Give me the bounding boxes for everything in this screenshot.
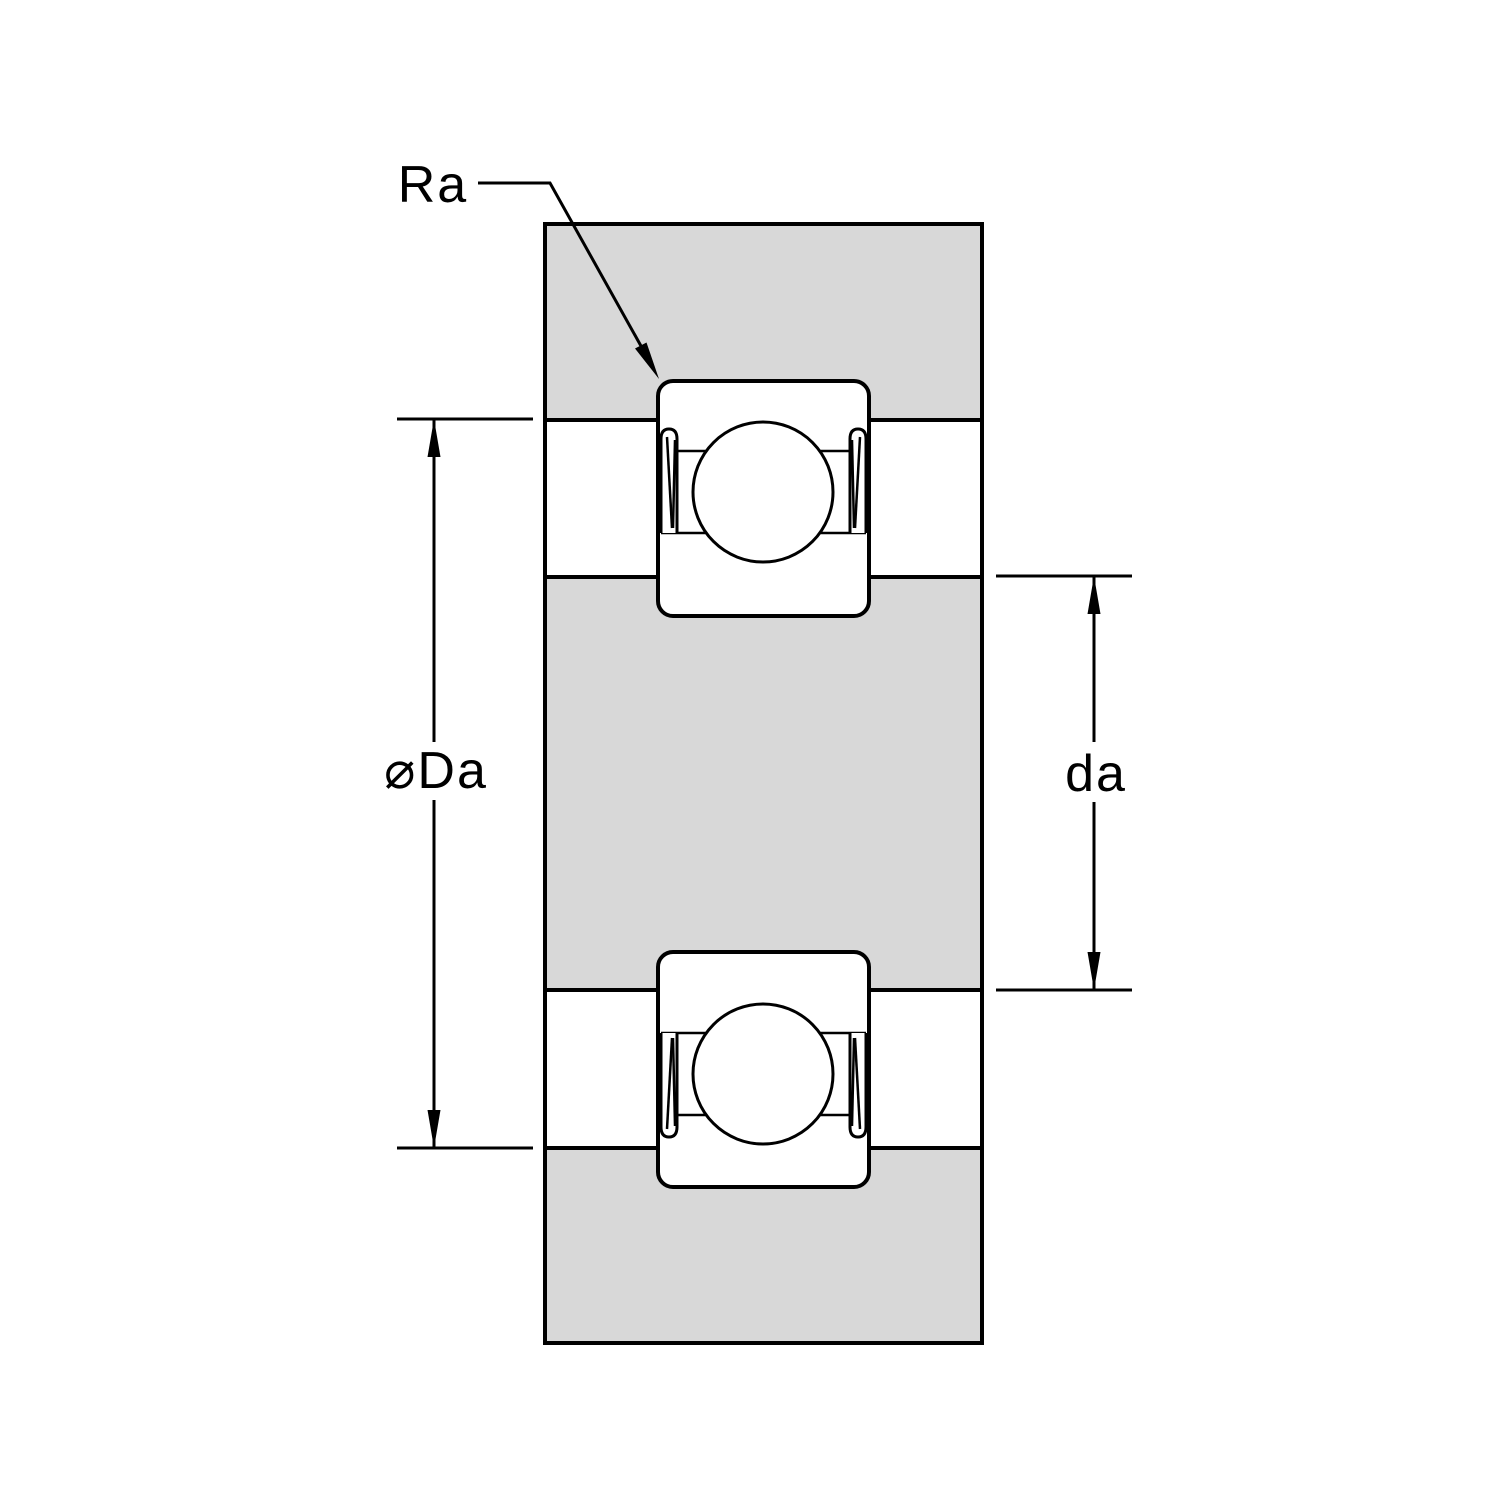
arrowhead-down-icon: [427, 1110, 441, 1148]
arrowhead-up-icon: [427, 419, 441, 457]
shaft-section: [543, 575, 984, 992]
bearing-top-ball: [691, 420, 835, 564]
bearing-top: [656, 379, 871, 618]
dimension-housing-diameter-Da: ⌀Da: [384, 417, 533, 1150]
bearing-top-seal-left: [659, 427, 679, 533]
callout-fillet-radius-Ra: Ra: [398, 156, 659, 379]
arrowhead-down-icon: [1087, 952, 1101, 990]
Ra-leader-line: [478, 181, 643, 347]
bearing-bottom: [656, 950, 871, 1189]
Ra-label: Ra: [398, 156, 468, 214]
Da-label: ⌀Da: [384, 742, 488, 800]
bearing-bottom-ball: [691, 1002, 835, 1146]
bore-edge-lines: [543, 420, 984, 1148]
bearing-bottom-seal-left: [659, 1033, 679, 1139]
dimension-shaft-diameter-da: da: [996, 574, 1132, 992]
bearing-bottom-seal-right: [848, 1033, 868, 1139]
arrowhead-up-icon: [1087, 576, 1101, 614]
leader-arrowhead-icon: [635, 342, 659, 379]
bearing-top-seal-right: [848, 427, 868, 533]
da-label: da: [1065, 745, 1127, 803]
